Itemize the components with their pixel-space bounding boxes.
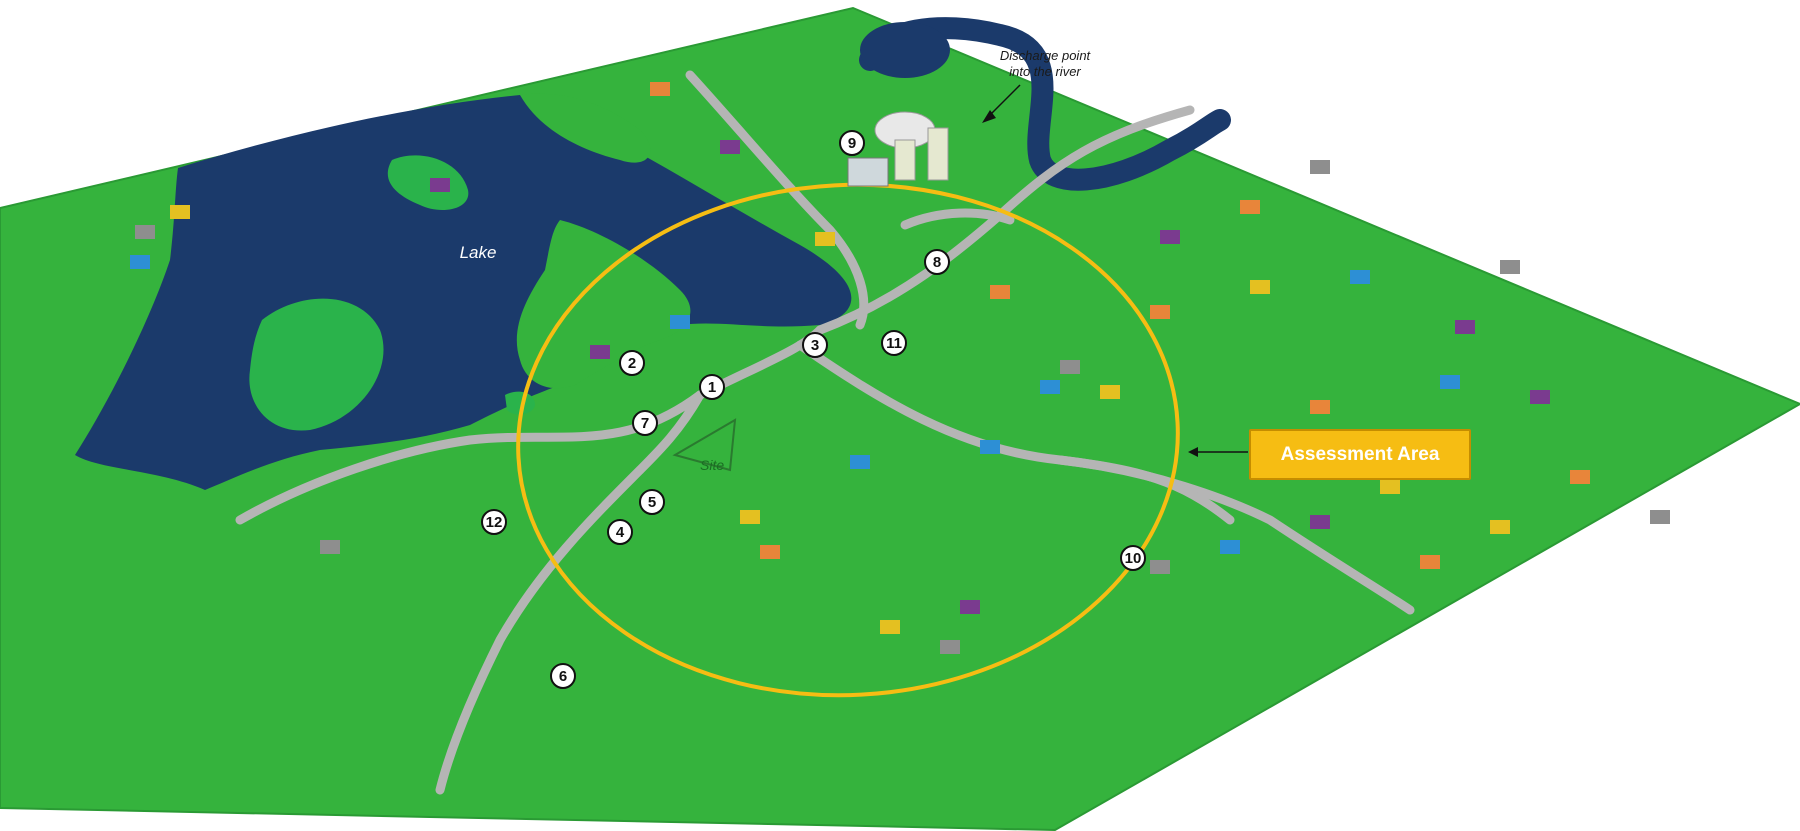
- lake-label: Lake: [460, 243, 497, 262]
- river: [859, 17, 1231, 191]
- svg-text:6: 6: [559, 668, 567, 685]
- assessment-arrowhead: [1188, 447, 1198, 457]
- svg-text:10: 10: [1125, 550, 1142, 567]
- island-small: [387, 155, 469, 210]
- marker-8: 8: [924, 249, 950, 275]
- island-large: [249, 298, 384, 431]
- island-tiny: [505, 391, 535, 415]
- discharge-arrowhead: [982, 110, 996, 123]
- svg-text:2: 2: [628, 355, 636, 372]
- svg-text:8: 8: [933, 254, 941, 271]
- river-pond: [860, 22, 950, 78]
- assessment-area-callout: Assessment Area: [1249, 429, 1471, 480]
- svg-text:12: 12: [486, 514, 503, 531]
- marker-12: 12: [481, 509, 507, 535]
- peninsula: [516, 220, 691, 389]
- lake-shore-north: [520, 93, 651, 163]
- marker-4: 4: [607, 519, 633, 545]
- svg-text:9: 9: [848, 135, 856, 152]
- svg-text:3: 3: [811, 337, 819, 354]
- assessment-ring: [516, 182, 1180, 698]
- assessment-area-label: Assessment Area: [1280, 443, 1440, 465]
- discharge-label-1: Discharge point: [1000, 48, 1092, 63]
- discharge-label-2: into the river: [1009, 64, 1081, 79]
- road-network: [235, 70, 1415, 795]
- svg-text:4: 4: [616, 524, 625, 541]
- svg-text:1: 1: [708, 379, 716, 396]
- marker-10: 10: [1120, 545, 1146, 571]
- marker-3: 3: [802, 332, 828, 358]
- svg-text:5: 5: [648, 494, 656, 511]
- svg-text:7: 7: [641, 415, 649, 432]
- site-label: Site: [700, 457, 724, 473]
- marker-5: 5: [639, 489, 665, 515]
- markers: 1 2 3 4 5 6 7 8 9 10 11 12: [481, 130, 1146, 689]
- treatment-plant: [847, 111, 949, 187]
- marker-11: 11: [881, 330, 907, 356]
- houses: [130, 82, 1670, 654]
- marker-1: 1: [699, 374, 725, 400]
- svg-text:11: 11: [886, 335, 902, 352]
- site-triangle: [672, 418, 737, 472]
- marker-9: 9: [839, 130, 865, 156]
- marker-2: 2: [619, 350, 645, 376]
- marker-7: 7: [632, 410, 658, 436]
- marker-6: 6: [550, 663, 576, 689]
